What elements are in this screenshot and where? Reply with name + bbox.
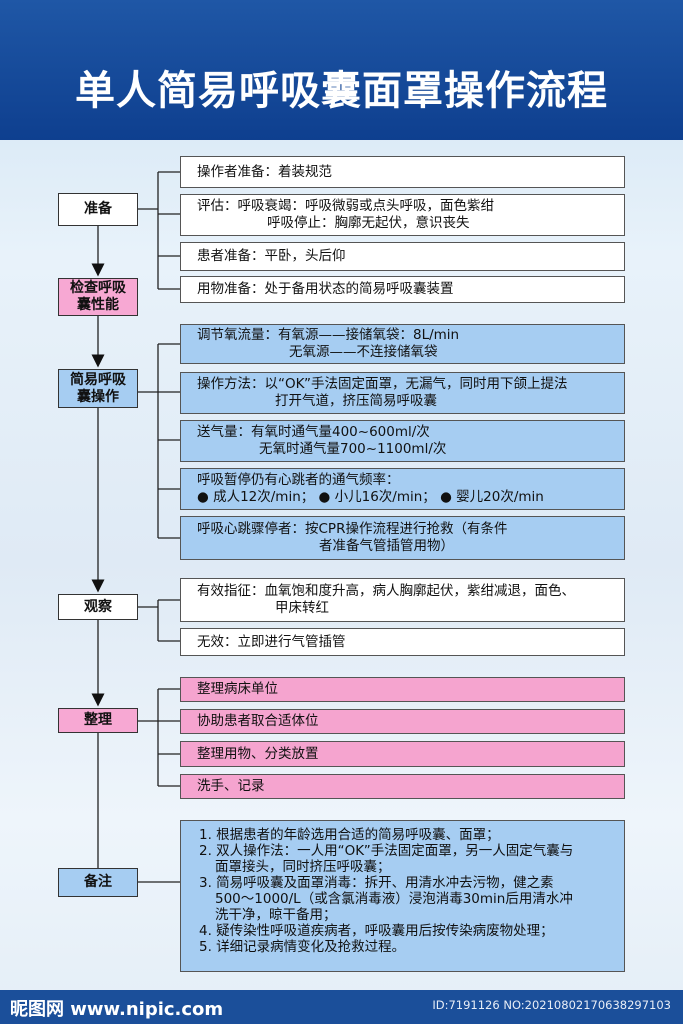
- operate-oxygen-line1: 调节氧流量：有氧源——接储氧袋：8L/min: [197, 327, 460, 343]
- step-observe: 观察: [58, 594, 138, 620]
- note-3a: 3. 简易呼吸囊及面罩消毒：拆开、用清水冲去污物，健之素: [199, 875, 554, 891]
- prepare-assess-line1: 评估：呼吸衰竭：呼吸微弱或点头呼吸，面色紫绀: [197, 198, 494, 214]
- note-3b: 500～1000/L（或含氯消毒液）浸泡消毒30min后用清水冲: [215, 891, 573, 907]
- operate-method-line1: 操作方法：以“OK”手法固定面罩，无漏气，同时用下颌上提法: [197, 376, 568, 392]
- tidy-position: 协助患者取合适体位: [180, 709, 625, 734]
- page-title: 单人简易呼吸囊面罩操作流程: [75, 68, 608, 114]
- tidy-bed-text: 整理病床单位: [197, 681, 278, 697]
- site-logo[interactable]: 昵图网 www.nipic.com: [10, 999, 224, 1020]
- tidy-supplies: 整理用物、分类放置: [180, 741, 625, 767]
- prepare-patient: 患者准备：平卧，头后仰: [180, 242, 625, 271]
- tidy-position-text: 协助患者取合适体位: [197, 713, 319, 729]
- prepare-assess-line2: 呼吸停止：胸廓无起伏，意识丧失: [267, 215, 470, 231]
- operate-volume-line2: 无氧时通气量700~1100ml/次: [259, 441, 447, 457]
- notes-box: 1. 根据患者的年龄选用合适的简易呼吸囊、面罩； 2. 双人操作法：一人用“OK…: [180, 820, 625, 972]
- watermark-footer: 昵图网 www.nipic.com ID:7191126 NO:20210802…: [0, 990, 683, 1024]
- operate-oxygen: 调节氧流量：有氧源——接储氧袋：8L/min 无氧源——不连接储氧袋: [180, 324, 625, 364]
- tidy-supplies-text: 整理用物、分类放置: [197, 745, 319, 762]
- operate-rate-line2: ● 成人12次/min； ● 小儿16次/min； ● 婴儿20次/min: [197, 489, 544, 505]
- operate-cpr: 呼吸心跳骤停者：按CPR操作流程进行抢救（有条件 者准备气管插管用物）: [180, 516, 625, 560]
- operate-oxygen-line2: 无氧源——不连接储氧袋: [289, 344, 438, 360]
- note-1: 1. 根据患者的年龄选用合适的简易呼吸囊、面罩；: [199, 827, 500, 843]
- tidy-wash: 洗手、记录: [180, 774, 625, 799]
- observe-ineffective: 无效：立即进行气管插管: [180, 628, 625, 656]
- observe-effective-line2: 甲床转红: [275, 600, 329, 616]
- observe-effective-line1: 有效指征：血氧饱和度升高，病人胸廓起伏，紫绀减退，面色、: [197, 583, 575, 599]
- prepare-operator: 操作者准备：着装规范: [180, 156, 625, 188]
- tidy-bed: 整理病床单位: [180, 677, 625, 702]
- note-3c: 洗干净，晾干备用；: [215, 907, 337, 923]
- prepare-assess: 评估：呼吸衰竭：呼吸微弱或点头呼吸，面色紫绀 呼吸停止：胸廓无起伏，意识丧失: [180, 194, 625, 236]
- step-check: 检查呼吸 囊性能: [58, 278, 138, 316]
- operate-cpr-line2: 者准备气管插管用物）: [319, 538, 454, 554]
- step-operate: 简易呼吸 囊操作: [58, 369, 138, 408]
- prepare-supplies: 用物准备：处于备用状态的简易呼吸囊装置: [180, 276, 625, 303]
- observe-ineffective-text: 无效：立即进行气管插管: [197, 633, 346, 650]
- observe-effective: 有效指征：血氧饱和度升高，病人胸廓起伏，紫绀减退，面色、 甲床转红: [180, 578, 625, 622]
- operate-rate: 呼吸暂停仍有心跳者的通气频率： ● 成人12次/min； ● 小儿16次/min…: [180, 468, 625, 510]
- note-5: 5. 详细记录病情变化及抢救过程。: [199, 939, 406, 955]
- note-4: 4. 疑传染性呼吸道疾病者，呼吸囊用后按传染病废物处理；: [199, 923, 554, 939]
- prepare-patient-text: 患者准备：平卧，头后仰: [197, 248, 346, 264]
- title-banner: 单人简易呼吸囊面罩操作流程: [0, 0, 683, 140]
- step-tidy: 整理: [58, 708, 138, 733]
- prepare-operator-text: 操作者准备：着装规范: [197, 163, 332, 180]
- note-2a: 2. 双人操作法：一人用“OK”手法固定面罩，另一人固定气囊与: [199, 843, 574, 859]
- prepare-supplies-text: 用物准备：处于备用状态的简易呼吸囊装置: [197, 281, 454, 297]
- step-prepare: 准备: [58, 193, 138, 226]
- operate-volume-line1: 送气量：有氧时通气量400~600ml/次: [197, 424, 430, 440]
- operate-cpr-line1: 呼吸心跳骤停者：按CPR操作流程进行抢救（有条件: [197, 521, 508, 537]
- note-2b: 面罩接头，同时挤压呼吸囊；: [215, 859, 391, 875]
- operate-method: 操作方法：以“OK”手法固定面罩，无漏气，同时用下颌上提法 打开气道，挤压简易呼…: [180, 372, 625, 414]
- operate-method-line2: 打开气道，挤压简易呼吸囊: [275, 393, 437, 409]
- step-notes: 备注: [58, 868, 138, 897]
- operate-rate-line1: 呼吸暂停仍有心跳者的通气频率：: [197, 472, 400, 488]
- operate-volume: 送气量：有氧时通气量400~600ml/次 无氧时通气量700~1100ml/次: [180, 420, 625, 462]
- image-id: ID:7191126 NO:20210802170638297103: [432, 998, 671, 1012]
- tidy-wash-text: 洗手、记录: [197, 778, 265, 794]
